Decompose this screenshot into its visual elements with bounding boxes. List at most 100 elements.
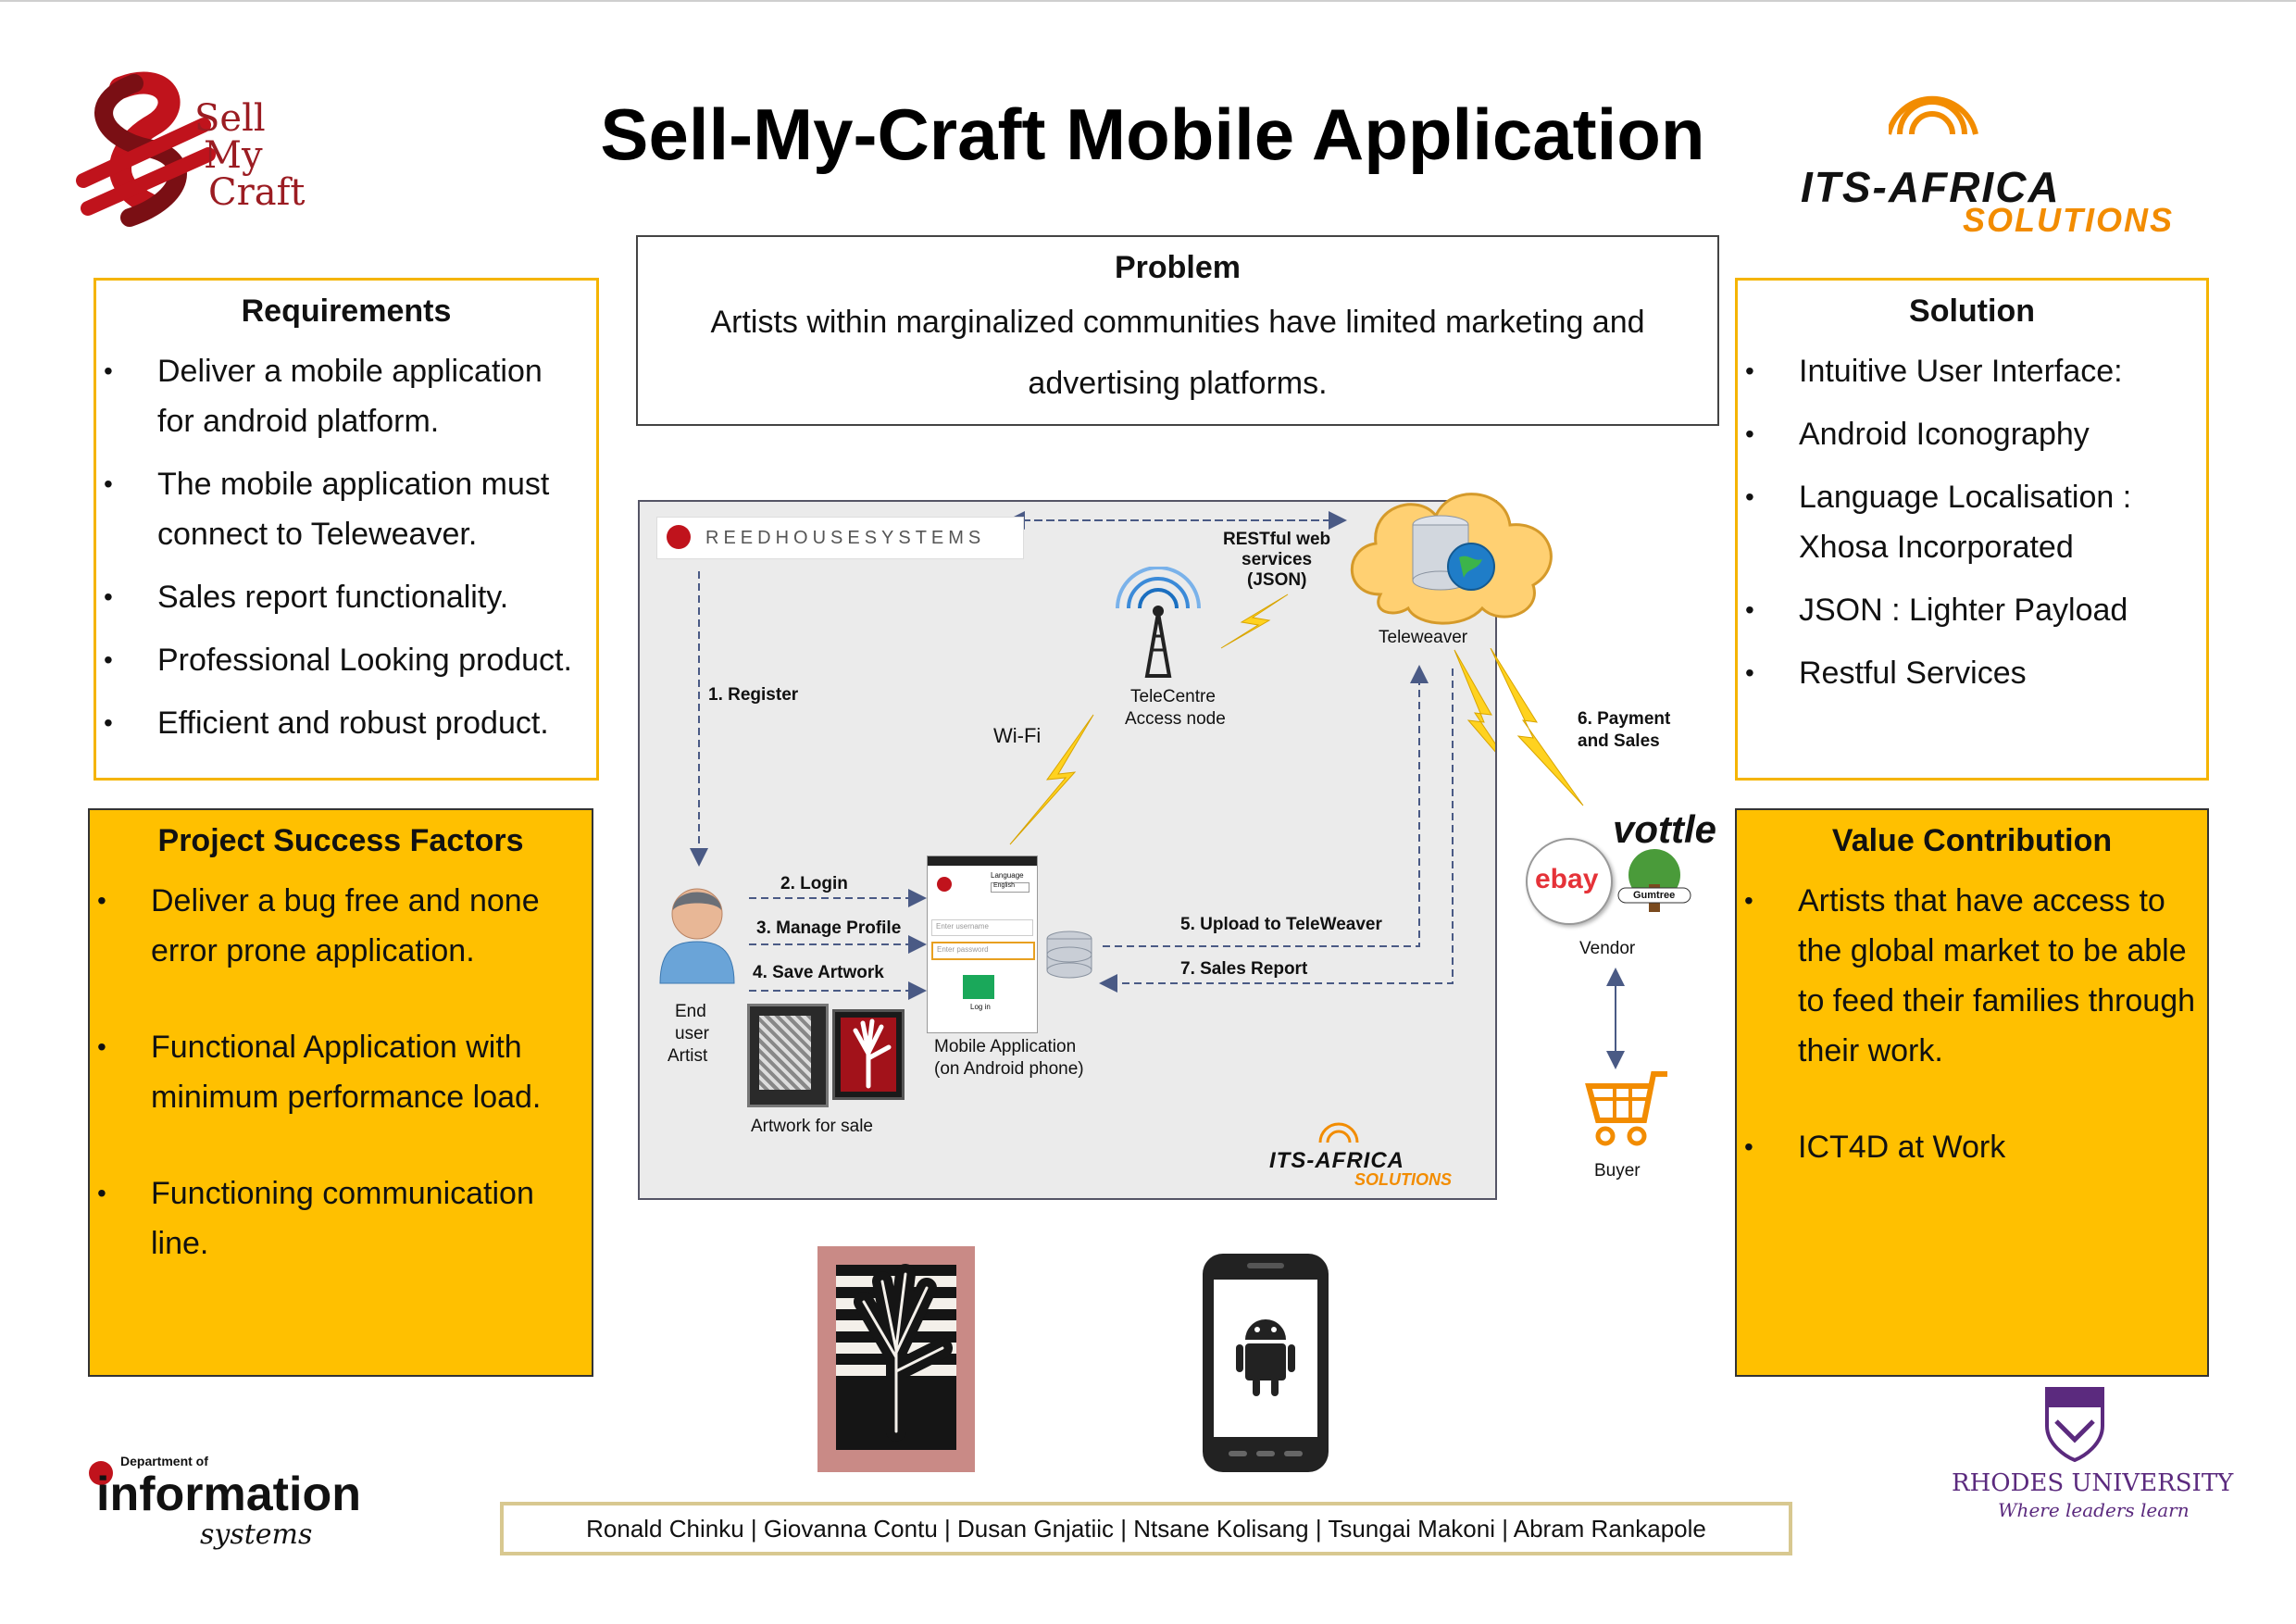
user-avatar-icon <box>651 877 743 988</box>
rhodes-name-text: RHODES UNIVERSITY <box>1952 1469 2234 1497</box>
list-item: Sales report functionality. <box>96 572 596 622</box>
list-item: Deliver a mobile application for android… <box>96 346 596 446</box>
its-small-solutions: SOLUTIONS <box>1354 1170 1453 1189</box>
phone-mockup: Language English Enter username Enter pa… <box>927 856 1038 1033</box>
reedhouse-icon <box>667 525 691 549</box>
its-small-text: ITS-AFRICA <box>1269 1148 1404 1173</box>
telecentre-label-1: TeleCentre <box>1130 687 1216 706</box>
logo-craft-text: Craft <box>208 171 306 214</box>
list-item: Language Localisation : Xhosa Incorporat… <box>1738 472 2206 572</box>
department-of-text: Department of <box>120 1454 208 1468</box>
payment-label: 6. Payment and Sales <box>1578 708 1670 753</box>
ebay-logo: ebay <box>1526 838 1613 925</box>
list-item: Functional Application with minimum perf… <box>90 1022 592 1122</box>
artwork-image-2 <box>832 1009 905 1100</box>
buyer-label: Buyer <box>1594 1161 1641 1181</box>
list-item: Restful Services <box>1738 648 2206 698</box>
list-item: Artists that have access to the global m… <box>1737 876 2207 1076</box>
shopping-cart-icon <box>1579 1069 1672 1148</box>
teleweaver-cloud <box>1343 474 1566 631</box>
department-information-text: information <box>96 1468 361 1521</box>
artwork-label: Artwork for sale <box>751 1117 873 1136</box>
manage-profile-label: 3. Manage Profile <box>756 918 902 938</box>
top-rule <box>0 0 2296 2</box>
list-item: Deliver a bug free and none error prone … <box>90 876 592 976</box>
payment-lightning-icon <box>1490 648 1584 806</box>
save-artwork-label: 4. Save Artwork <box>753 963 884 982</box>
list-item: ICT4D at Work <box>1737 1122 2207 1172</box>
phone-login-button[interactable] <box>963 975 994 999</box>
list-item: Intuitive User Interface: <box>1738 346 2206 396</box>
restful-label-2: services <box>1242 550 1313 569</box>
requirements-title: Requirements <box>241 294 452 329</box>
list-item: JSON : Lighter Payload <box>1738 585 2206 635</box>
phone-login-label: Log in <box>970 1003 991 1011</box>
logo-sell-text: Sell <box>194 97 266 140</box>
register-label: 1. Register <box>708 685 799 705</box>
solution-box: Solution Intuitive User Interface: Andro… <box>1735 278 2209 781</box>
diagram-connectors <box>690 511 1495 1000</box>
ebay-text: ebay <box>1535 864 1599 894</box>
rhodes-crest-icon <box>2045 1387 2104 1463</box>
department-dot-icon <box>89 1461 113 1485</box>
restful-label-1: RESTful web <box>1223 530 1331 549</box>
its-solutions-text: SOLUTIONS <box>1963 201 2175 239</box>
list-item: Android Iconography <box>1738 409 2206 459</box>
mobile-app-label-2: (on Android phone) <box>934 1059 1084 1079</box>
department-logo: Department of information systems <box>89 1444 367 1555</box>
problem-text: Artists within marginalized communities … <box>710 305 1645 401</box>
phone-username-placeholder: Enter username <box>936 922 989 931</box>
artwork-image-1 <box>747 1004 829 1107</box>
android-phone-icon <box>1201 1252 1330 1474</box>
list-item: The mobile application must connect to T… <box>96 459 596 559</box>
enduser-label-1: End <box>675 1002 706 1021</box>
gumtree-logo: Gumtree <box>1616 847 1692 923</box>
mobile-app-label-1: Mobile Application <box>934 1037 1077 1056</box>
phone-password-input[interactable]: Enter password <box>931 942 1035 960</box>
vendor-buyer-arrow <box>1606 968 1625 1069</box>
telecentre-label-2: Access node <box>1125 709 1226 729</box>
solution-title: Solution <box>1909 294 2035 329</box>
success-title: Project Success Factors <box>157 823 524 858</box>
its-africa-text: ITS-AFRICA <box>1801 163 2061 211</box>
phone-username-input[interactable]: Enter username <box>931 919 1033 936</box>
reedhouse-text: REEDHOUSESYSTEMS <box>705 528 986 548</box>
success-factors-box: Project Success Factors Deliver a bug fr… <box>88 808 593 1377</box>
telecentre-tower-icon <box>1112 566 1204 678</box>
local-db-icon <box>1046 931 1092 979</box>
list-item: Functioning communication line. <box>90 1168 592 1268</box>
list-item: Professional Looking product. <box>96 635 596 685</box>
value-contribution-box: Value Contribution Artists that have acc… <box>1735 808 2209 1377</box>
restful-label-3: (JSON) <box>1247 570 1307 590</box>
phone-language-select[interactable]: English <box>991 882 1029 893</box>
its-africa-logo: ITS-AFRICA SOLUTIONS <box>1796 79 2231 245</box>
its-africa-small-logo: ITS-AFRICA SOLUTIONS <box>1269 1113 1491 1196</box>
vottle-logo: vottle <box>1613 807 1717 851</box>
sales-report-label: 7. Sales Report <box>1180 959 1308 979</box>
value-title: Value Contribution <box>1831 823 2113 858</box>
solution-list: Intuitive User Interface: Android Iconog… <box>1738 346 2206 698</box>
value-list: Artists that have access to the global m… <box>1737 876 2207 1172</box>
reedhouse-logo: REEDHOUSESYSTEMS <box>656 517 1024 559</box>
problem-title: Problem <box>1114 250 1242 285</box>
enduser-label-2: user <box>675 1024 709 1043</box>
sell-my-craft-logo: Sell My Craft <box>65 69 343 241</box>
list-item: Efficient and robust product. <box>96 698 596 748</box>
success-list: Deliver a bug free and none error prone … <box>90 876 592 1268</box>
upload-label: 5. Upload to TeleWeaver <box>1180 915 1382 934</box>
page-title: Sell-My-Craft Mobile Application <box>600 94 1705 175</box>
architecture-diagram: REEDHOUSESYSTEMS RESTful web services (J… <box>638 493 1553 1200</box>
department-systems-text: systems <box>200 1518 313 1551</box>
wifi-label: Wi-Fi <box>993 724 1042 747</box>
phone-app-logo <box>937 877 952 892</box>
phone-language-label: Language <box>991 871 1024 880</box>
payment-label-2: and Sales <box>1578 731 1660 751</box>
phone-password-placeholder: Enter password <box>937 945 989 954</box>
problem-box: Problem Artists within marginalized comm… <box>636 235 1719 426</box>
enduser-label-3: Artist <box>668 1046 708 1066</box>
logo-my-text: My <box>204 134 263 177</box>
rhodes-logo: RHODES UNIVERSITY Where leaders learn <box>1944 1384 2233 1532</box>
gumtree-text: Gumtree <box>1633 890 1676 901</box>
login-label: 2. Login <box>780 874 848 893</box>
requirements-box: Requirements Deliver a mobile applicatio… <box>94 278 599 781</box>
